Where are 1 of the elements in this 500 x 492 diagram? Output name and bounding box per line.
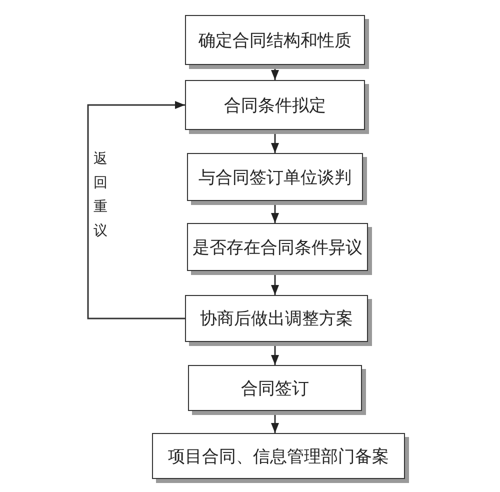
arrow — [87, 101, 185, 320]
